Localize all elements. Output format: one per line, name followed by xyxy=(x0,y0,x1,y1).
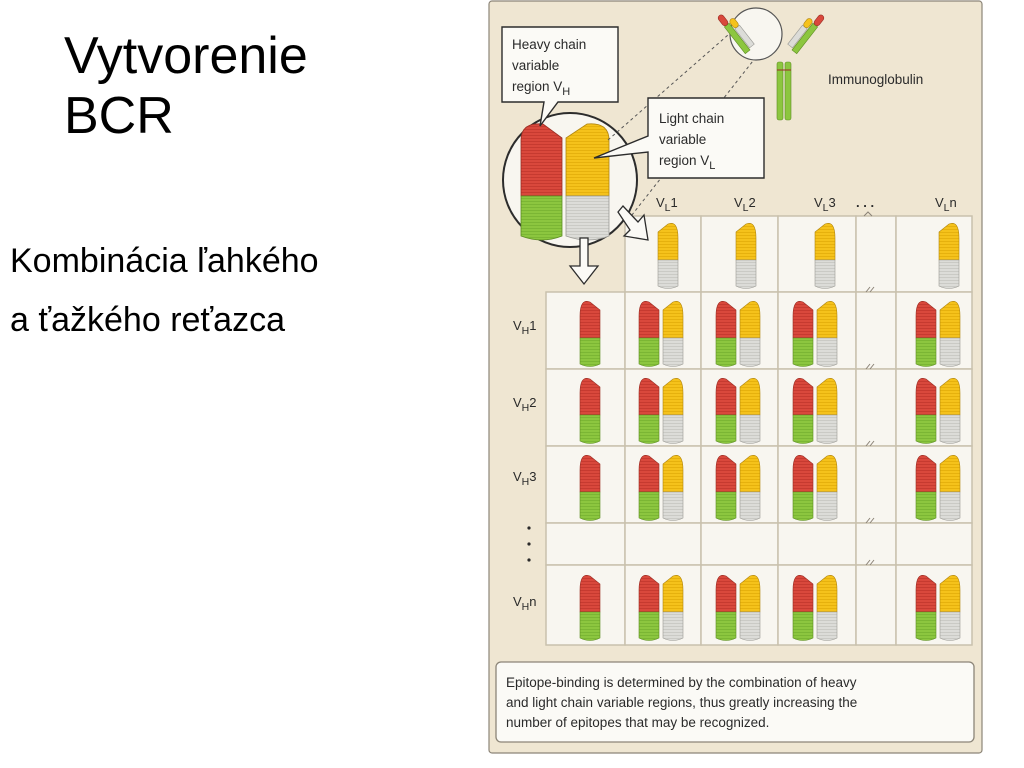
title-line-2: BCR xyxy=(64,87,174,145)
zoomed-variable-region xyxy=(520,123,610,241)
col-header-vln: VLn xyxy=(935,195,957,214)
light-label-line-2: variable xyxy=(659,132,706,147)
bullet-line-2: a ťažkého reťazca xyxy=(10,301,285,339)
bcr-diagram-svg: Immunoglobulin Heavy chain variable regi… xyxy=(488,0,983,754)
break-marks xyxy=(863,211,875,566)
caption-line-1: Epitope-binding is determined by the com… xyxy=(506,675,857,690)
col-header-vl1: VL1 xyxy=(656,195,678,214)
distribution-arrows xyxy=(568,205,649,286)
caption-box: Epitope-binding is determined by the com… xyxy=(495,661,975,743)
col-header-ellipsis: . . . xyxy=(856,195,874,210)
bullet-text: Kombinácia ľahkého a ťažkého reťazca xyxy=(10,232,319,350)
immunoglobulin-label: Immunoglobulin xyxy=(828,72,923,87)
row-header-vh3: VH3 xyxy=(513,469,537,488)
column-headers: VL1 VL2 VL3 . . . VLn xyxy=(656,195,957,214)
bullet-line-1: Kombinácia ľahkého xyxy=(10,242,319,280)
light-chain-vl3 xyxy=(814,222,836,289)
light-chain-vln xyxy=(938,222,960,289)
heavy-label-line-2: variable xyxy=(512,58,559,73)
light-chain-vl1 xyxy=(657,222,679,289)
row-headers: VH1 VH2 VH3 VHn xyxy=(513,318,537,613)
zoom-lines xyxy=(607,27,761,221)
row-header-vhn: VHn xyxy=(513,594,537,613)
heavy-chain-vh2 xyxy=(579,377,601,444)
heavy-chain-callout: Heavy chain variable region VH xyxy=(501,26,619,127)
heavy-chain-column xyxy=(579,300,601,641)
bcr-figure: Immunoglobulin Heavy chain variable regi… xyxy=(488,0,984,755)
heavy-label-line-3: region VH xyxy=(512,79,570,98)
row-ellipsis-dots xyxy=(527,526,531,562)
immunoglobulin-icon xyxy=(717,7,825,121)
caption-line-2: and light chain variable regions, thus g… xyxy=(506,695,857,710)
col-header-vl2: VL2 xyxy=(734,195,756,214)
title-line-1: Vytvorenie xyxy=(64,27,308,85)
row-header-vh1: VH1 xyxy=(513,318,537,337)
light-label-line-3: region VL xyxy=(659,153,715,172)
heavy-chain-vhn xyxy=(579,574,601,641)
slide-title: Vytvorenie BCR xyxy=(64,26,308,146)
light-label-line-1: Light chain xyxy=(659,111,724,126)
caption-line-3: number of epitopes that may be recognize… xyxy=(506,715,769,730)
row-header-vh2: VH2 xyxy=(513,395,537,414)
heavy-chain-vh1 xyxy=(579,300,601,367)
col-header-vl3: VL3 xyxy=(814,195,836,214)
light-chain-vl2 xyxy=(735,222,757,289)
heavy-chain-vh3 xyxy=(579,454,601,521)
heavy-label-line-1: Heavy chain xyxy=(512,37,586,52)
light-chain-callout: Light chain variable region VL xyxy=(593,97,765,179)
